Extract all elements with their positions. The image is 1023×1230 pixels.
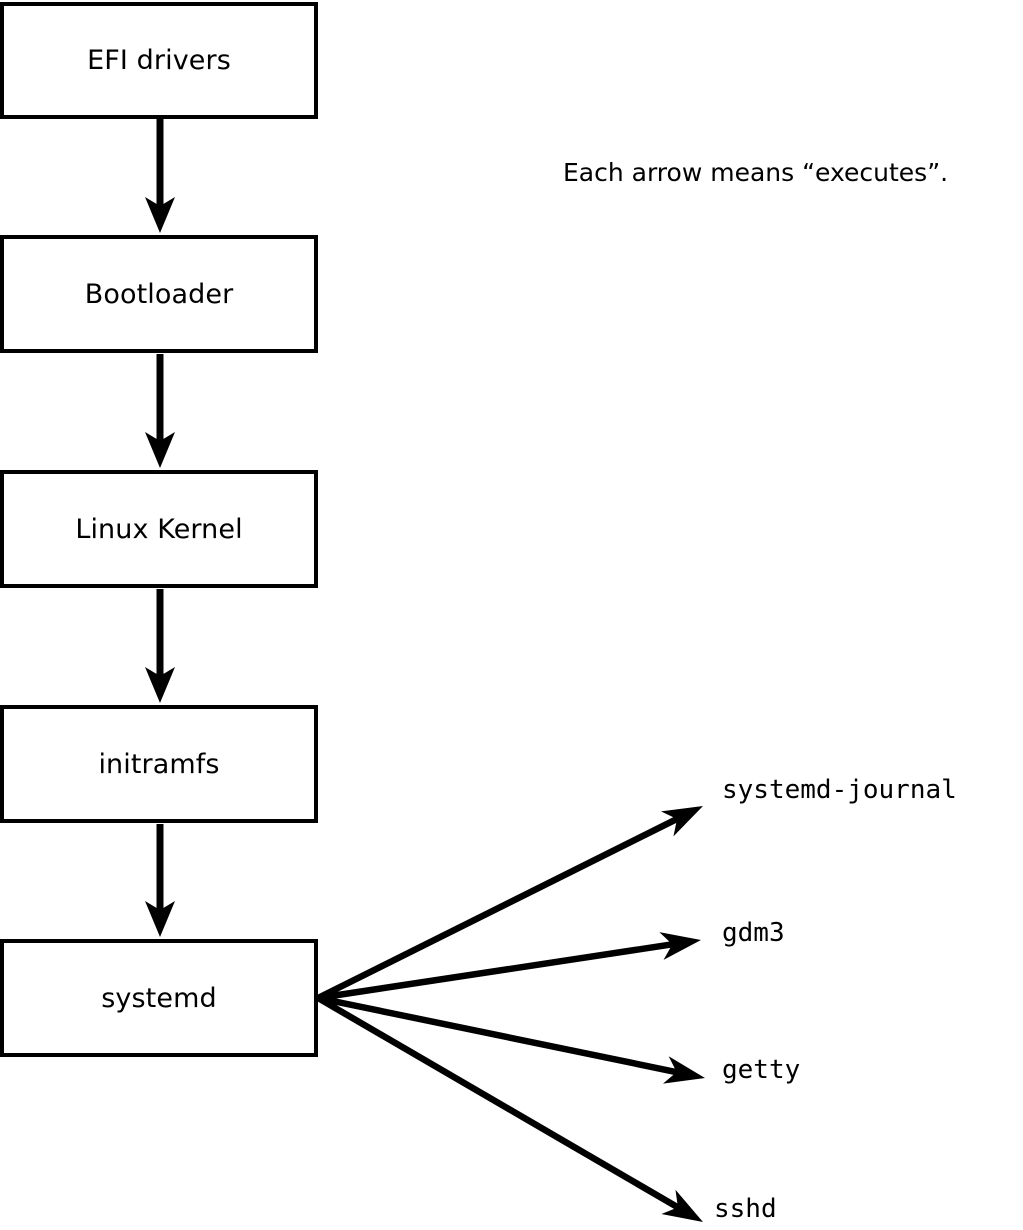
arrow-linux-kernel-to-initramfs-head — [145, 667, 175, 703]
node-label-initramfs: initramfs — [98, 748, 220, 780]
node-efi-drivers: EFI drivers — [0, 2, 318, 119]
service-label-gdm3: gdm3 — [722, 918, 785, 948]
node-systemd: systemd — [0, 939, 318, 1057]
arrow-efi-drivers-to-bootloader-head — [145, 197, 175, 233]
arrow-systemd-to-sshd-shaft — [316, 995, 684, 1213]
caption-text: Each arrow means “executes”. — [563, 158, 949, 187]
node-label-efi-drivers: EFI drivers — [87, 45, 231, 76]
node-bootloader: Bootloader — [0, 235, 318, 353]
arrow-initramfs-to-systemd-head — [145, 901, 175, 937]
arrow-systemd-to-sshd-head — [661, 1189, 703, 1222]
arrow-systemd-to-gdm3-head — [659, 932, 701, 960]
arrow-systemd-to-systemd-journal-head — [660, 806, 703, 837]
service-label-systemd-journal: systemd-journal — [722, 775, 957, 805]
node-label-systemd: systemd — [101, 982, 217, 1014]
fanout-arrow-group — [316, 806, 705, 1222]
arrow-systemd-to-gdm3-shaft — [317, 940, 678, 1002]
arrow-systemd-to-getty-shaft — [317, 994, 683, 1077]
arrow-bootloader-to-linux-kernel-head — [145, 432, 175, 468]
service-label-getty: getty — [722, 1055, 801, 1085]
node-initramfs: initramfs — [0, 705, 318, 823]
arrow-systemd-to-getty-head — [662, 1056, 705, 1084]
node-label-linux-kernel: Linux Kernel — [75, 513, 243, 545]
arrow-systemd-to-systemd-journal-shaft — [316, 813, 683, 1001]
service-label-sshd: sshd — [714, 1194, 777, 1224]
node-linux-kernel: Linux Kernel — [0, 470, 318, 588]
node-label-bootloader: Bootloader — [84, 278, 234, 310]
